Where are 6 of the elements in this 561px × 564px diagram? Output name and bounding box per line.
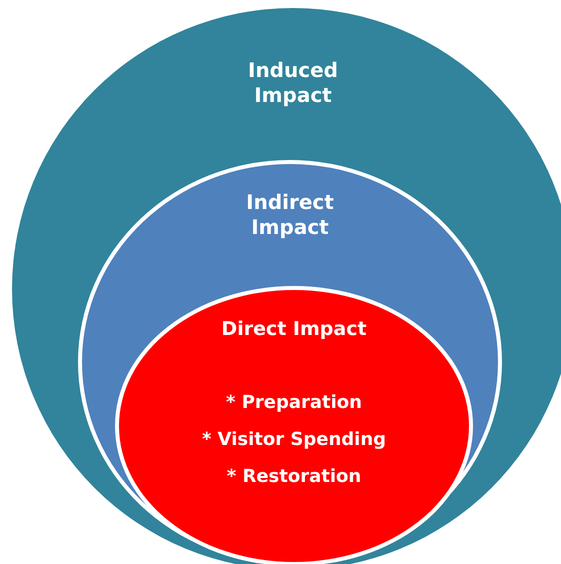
circle-title: Indirect Impact: [245, 190, 335, 240]
circle-title: Induced Impact: [247, 58, 339, 108]
circle-title: Direct Impact: [220, 318, 368, 342]
bullet-item: * Restoration: [226, 466, 362, 488]
bullet-item: * Visitor Spending: [200, 429, 388, 452]
bullet-item: * Preparation: [225, 392, 363, 414]
